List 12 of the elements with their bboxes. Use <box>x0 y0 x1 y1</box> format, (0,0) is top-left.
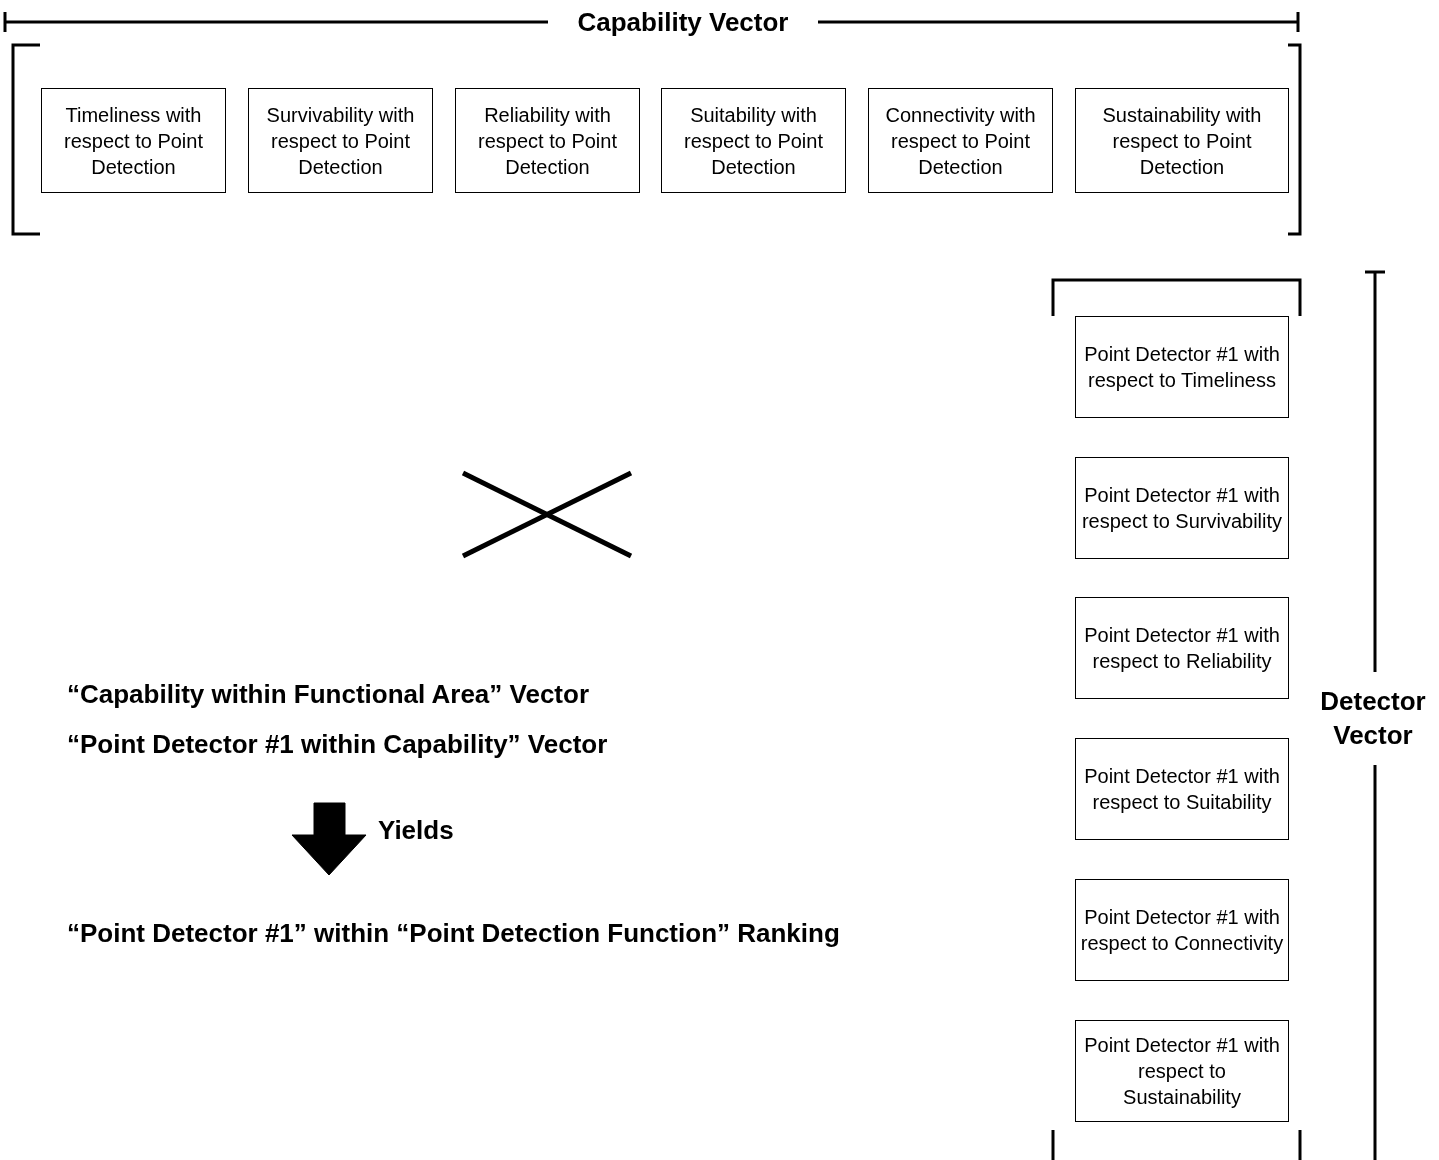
detector-box: Point Detector #1 with respect to Survivability <box>1075 457 1289 559</box>
capability-box: Reliability with respect to Point Detection <box>455 88 640 193</box>
detector-box: Point Detector #1 with respect to Timeliness <box>1075 316 1289 418</box>
capability-box: Sustainability with respect to Point Detection <box>1075 88 1289 193</box>
capability-box: Connectivity with respect to Point Detection <box>868 88 1053 193</box>
capability-box: Timeliness with respect to Point Detection <box>41 88 226 193</box>
capability-box: Survivability with respect to Point Detection <box>248 88 433 193</box>
detector-box: Point Detector #1 with respect to Sustainability <box>1075 1020 1289 1122</box>
detector-box: Point Detector #1 with respect to Connectivity <box>1075 879 1289 981</box>
detector-box: Point Detector #1 with respect to Suitability <box>1075 738 1289 840</box>
capability-box: Suitability with respect to Point Detection <box>661 88 846 193</box>
detector-box: Point Detector #1 with respect to Reliability <box>1075 597 1289 699</box>
